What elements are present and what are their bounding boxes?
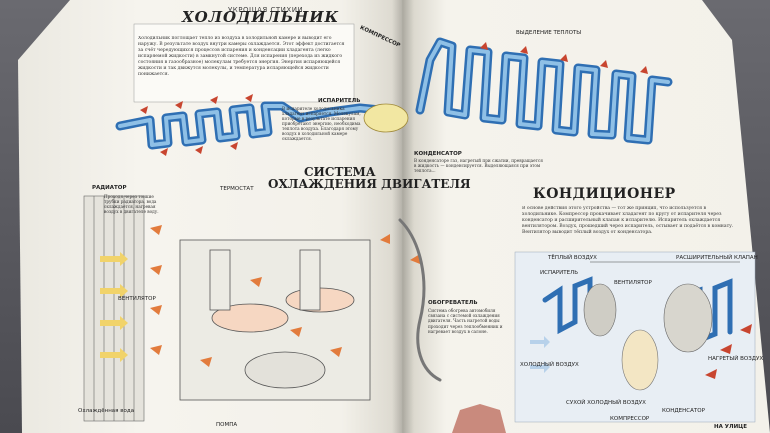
ac-fan-left [583, 283, 617, 337]
pump-label: ПОМПА [216, 422, 238, 428]
ac-evaporator-label: ИСПАРИТЕЛЬ [540, 270, 579, 276]
engine-block [179, 239, 371, 401]
evaporator-title: ИСПАРИТЕЛЬ [318, 98, 361, 104]
heat-arrows [140, 42, 648, 156]
ac-expansion-valve-label: РАСШИРИТЕЛЬНЫЙ КЛАПАН [676, 255, 758, 261]
condenser-title: КОНДЕНСАТОР [414, 151, 462, 157]
engine-fan-label: ВЕНТИЛЯТОР [118, 296, 156, 302]
cool-air-arrows [100, 252, 128, 362]
ac-hot-arrows [705, 324, 752, 379]
ac-compressor-label: КОМПРЕССОР [610, 416, 650, 422]
condenser-coil-inner [418, 40, 670, 142]
ac-dry-cold-air-label: СУХОЙ ХОЛОДНЫЙ ВОЗДУХ [566, 400, 646, 406]
ac-compressor [621, 329, 659, 391]
ac-fan-label: ВЕНТИЛЯТОР [614, 280, 652, 286]
engine-cooling-title-line1: СИСТЕМА [304, 165, 376, 179]
coolant-arrows [150, 225, 420, 367]
ac-fan-right [663, 283, 713, 353]
compressor-shape [363, 103, 409, 133]
heater-hose [398, 218, 442, 382]
ac-hot-air-label: НАГРЕТЫЙ ВОЗДУХ [708, 356, 764, 362]
fridge-intro-box [133, 23, 355, 103]
cooled-water-label: Охлаждённая вода [78, 408, 135, 414]
condenser-text: В конденсаторе газ, нагретый при сжатии,… [414, 158, 543, 173]
heater-title: ОБОГРЕВАТЕЛЬ [428, 300, 478, 306]
ac-cold-air-label: ХОЛОДНЫЙ ВОЗДУХ [520, 362, 579, 368]
engine-cooling-title-line2: ОХЛАЖДЕНИЯ ДВИГАТЕЛЯ [268, 177, 471, 191]
fridge-intro-text: Холодильник поглощает тепло из воздуха в… [138, 36, 345, 77]
ac-title: КОНДИЦИОНЕР [533, 186, 676, 202]
fridge-title: ХОЛОДИЛЬНИК [182, 8, 340, 26]
evaporator-coil-inner [118, 104, 402, 147]
radiator-text: Проходя через тонкие трубки радиатора, в… [104, 194, 159, 214]
ac-outside-label: НА УЛИЦЕ [714, 424, 748, 430]
ac-air-arrows [530, 336, 550, 373]
evaporator-text: В испарителе холодильника хладагент испа… [282, 106, 361, 141]
ac-evaporator-coil [542, 276, 593, 335]
thermostat-label: ТЕРМОСТАТ [220, 186, 254, 192]
ac-warm-air-label: ТЁПЛЫЙ ВОЗДУХ [548, 255, 597, 261]
heat-release-label: ВЫДЕЛЕНИЕ ТЕПЛОТЫ [516, 30, 582, 36]
ac-condenser-label: КОНДЕНСАТОР [662, 408, 705, 414]
heater-text: Система обогрева автомобиля связана с си… [428, 308, 503, 334]
radiator-shape [83, 195, 145, 422]
section-header: УКРОЩАЯ СТИХИИ [228, 6, 304, 14]
ac-intro-text: В основе действия этого устройства — тот… [522, 206, 734, 235]
radiator-title: РАДИАТОР [92, 185, 127, 191]
car-silhouette [452, 404, 506, 433]
